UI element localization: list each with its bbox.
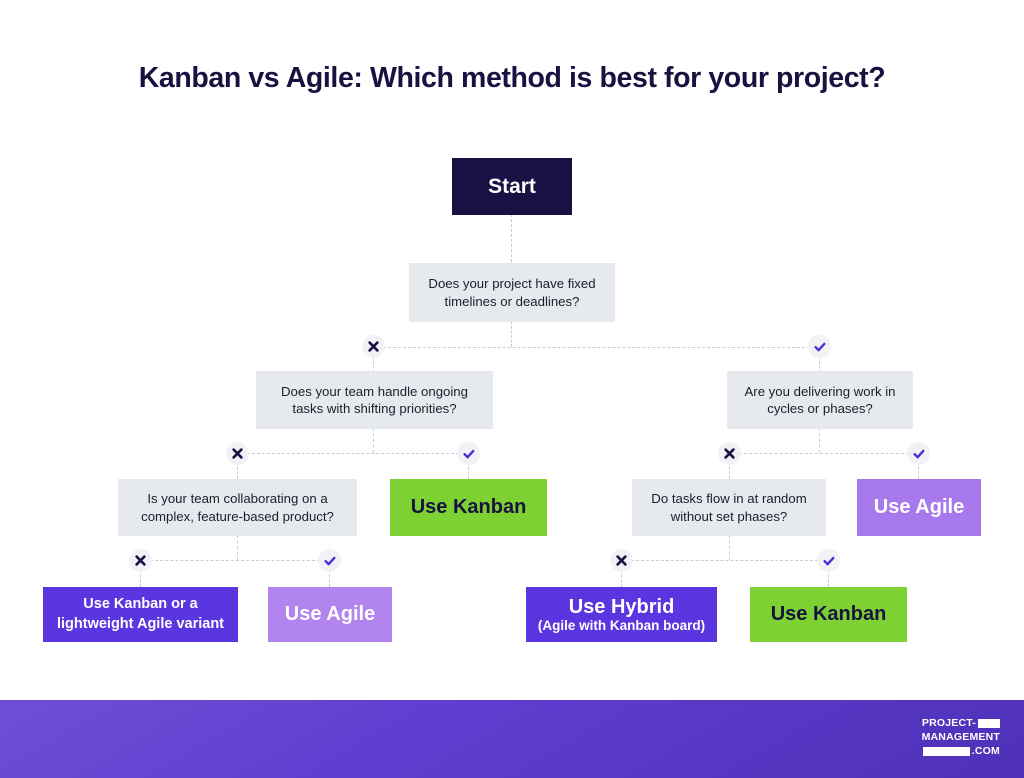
connector-q3right-down — [729, 535, 730, 560]
node-question-complex-product[interactable]: Is your team collaborating on a complex,… — [118, 479, 357, 536]
branch-marker-q3right-yes[interactable] — [817, 549, 840, 572]
node-start[interactable]: Start — [452, 158, 572, 215]
connector-q2right-down — [819, 428, 820, 453]
logo-line-3: .COM — [904, 745, 1000, 759]
connector-start-to-q1 — [511, 214, 512, 262]
connector-q3right-horizontal — [621, 560, 828, 561]
connector-q2right-yes-down — [918, 453, 919, 479]
branch-marker-q1-yes[interactable] — [808, 335, 831, 358]
node-result-agile-middle[interactable]: Use Agile — [857, 479, 981, 536]
cross-icon — [616, 555, 627, 566]
node-question-fixed-timelines[interactable]: Does your project have fixed timelines o… — [409, 263, 615, 322]
node-result-hybrid-sublabel: (Agile with Kanban board) — [537, 617, 706, 633]
branch-marker-q1-no[interactable] — [362, 335, 385, 358]
node-result-hybrid-label: Use Hybrid — [568, 595, 675, 618]
connector-q2left-down — [373, 428, 374, 453]
node-result-hybrid[interactable]: Use Hybrid (Agile with Kanban board) — [526, 587, 717, 642]
connector-q2left-no-down — [237, 453, 238, 479]
connector-q3right-yes-down — [828, 560, 829, 587]
node-result-kanban-or-lightweight-agile-label: Use Kanban or a lightweight Agile varian… — [56, 596, 225, 632]
logo-text-project: PROJECT- — [921, 717, 976, 729]
node-question-cycles-phases[interactable]: Are you delivering work in cycles or pha… — [727, 371, 913, 429]
node-start-label: Start — [488, 174, 536, 198]
connector-q2right-no-down — [729, 453, 730, 479]
node-question-random-tasks[interactable]: Do tasks flow in at random without set p… — [632, 479, 826, 536]
logo-block-left — [922, 747, 970, 757]
footer-bar — [0, 700, 1024, 778]
site-logo[interactable]: PROJECT- MANAGEMENT .COM — [904, 717, 1000, 759]
node-result-kanban-bottom[interactable]: Use Kanban — [750, 587, 907, 642]
node-question-ongoing-tasks[interactable]: Does your team handle ongoing tasks with… — [256, 371, 493, 429]
connector-q3left-horizontal — [140, 560, 330, 561]
branch-marker-q3left-no[interactable] — [129, 549, 152, 572]
node-result-agile-bottom-label: Use Agile — [284, 603, 376, 626]
connector-q2left-horizontal — [237, 453, 469, 454]
branch-marker-q2right-no[interactable] — [718, 442, 741, 465]
check-icon — [912, 449, 924, 458]
cross-icon — [368, 341, 379, 352]
logo-line-1: PROJECT- — [904, 717, 1000, 731]
node-result-kanban-middle-label: Use Kanban — [410, 496, 527, 519]
node-question-complex-product-label: Is your team collaborating on a complex,… — [141, 491, 334, 524]
node-question-fixed-timelines-label: Does your project have fixed timelines o… — [428, 276, 596, 309]
connector-q3left-yes-down — [329, 560, 330, 587]
node-question-random-tasks-label: Do tasks flow in at random without set p… — [651, 491, 807, 524]
connector-q1-down — [511, 321, 512, 347]
branch-marker-q2left-yes[interactable] — [457, 442, 480, 465]
connector-q1-horizontal — [373, 347, 820, 348]
cross-icon — [724, 448, 735, 459]
connector-q1-no-down — [373, 347, 374, 373]
node-question-cycles-phases-label: Are you delivering work in cycles or pha… — [744, 383, 896, 416]
branch-marker-q2left-no[interactable] — [226, 442, 249, 465]
node-result-kanban-middle[interactable]: Use Kanban — [390, 479, 547, 536]
branch-marker-q2right-yes[interactable] — [907, 442, 930, 465]
page-title: Kanban vs Agile: Which method is best fo… — [138, 62, 886, 94]
node-result-kanban-bottom-label: Use Kanban — [770, 603, 887, 626]
cross-icon — [135, 555, 146, 566]
node-result-agile-bottom[interactable]: Use Agile — [268, 587, 392, 642]
check-icon — [813, 342, 825, 351]
branch-marker-q3right-no[interactable] — [610, 549, 633, 572]
connector-q1-yes-down — [819, 347, 820, 373]
connector-q3left-no-down — [140, 560, 141, 587]
connector-q2left-yes-down — [468, 453, 469, 479]
check-icon — [822, 556, 834, 565]
cross-icon — [232, 448, 243, 459]
branch-marker-q3left-yes[interactable] — [318, 549, 341, 572]
check-icon — [323, 556, 335, 565]
node-result-kanban-or-lightweight-agile[interactable]: Use Kanban or a lightweight Agile varian… — [43, 587, 238, 642]
logo-block-right — [978, 719, 1000, 729]
logo-text-com: .COM — [971, 744, 1000, 757]
connector-q2right-horizontal — [729, 453, 919, 454]
connector-q3right-no-down — [621, 560, 622, 587]
check-icon — [462, 449, 474, 458]
node-question-ongoing-tasks-label: Does your team handle ongoing tasks with… — [281, 383, 468, 416]
node-result-agile-middle-label: Use Agile — [873, 496, 965, 519]
logo-text-management: MANAGEMENT — [921, 730, 1000, 743]
connector-q3left-down — [237, 535, 238, 560]
logo-line-2: MANAGEMENT — [904, 731, 1000, 745]
